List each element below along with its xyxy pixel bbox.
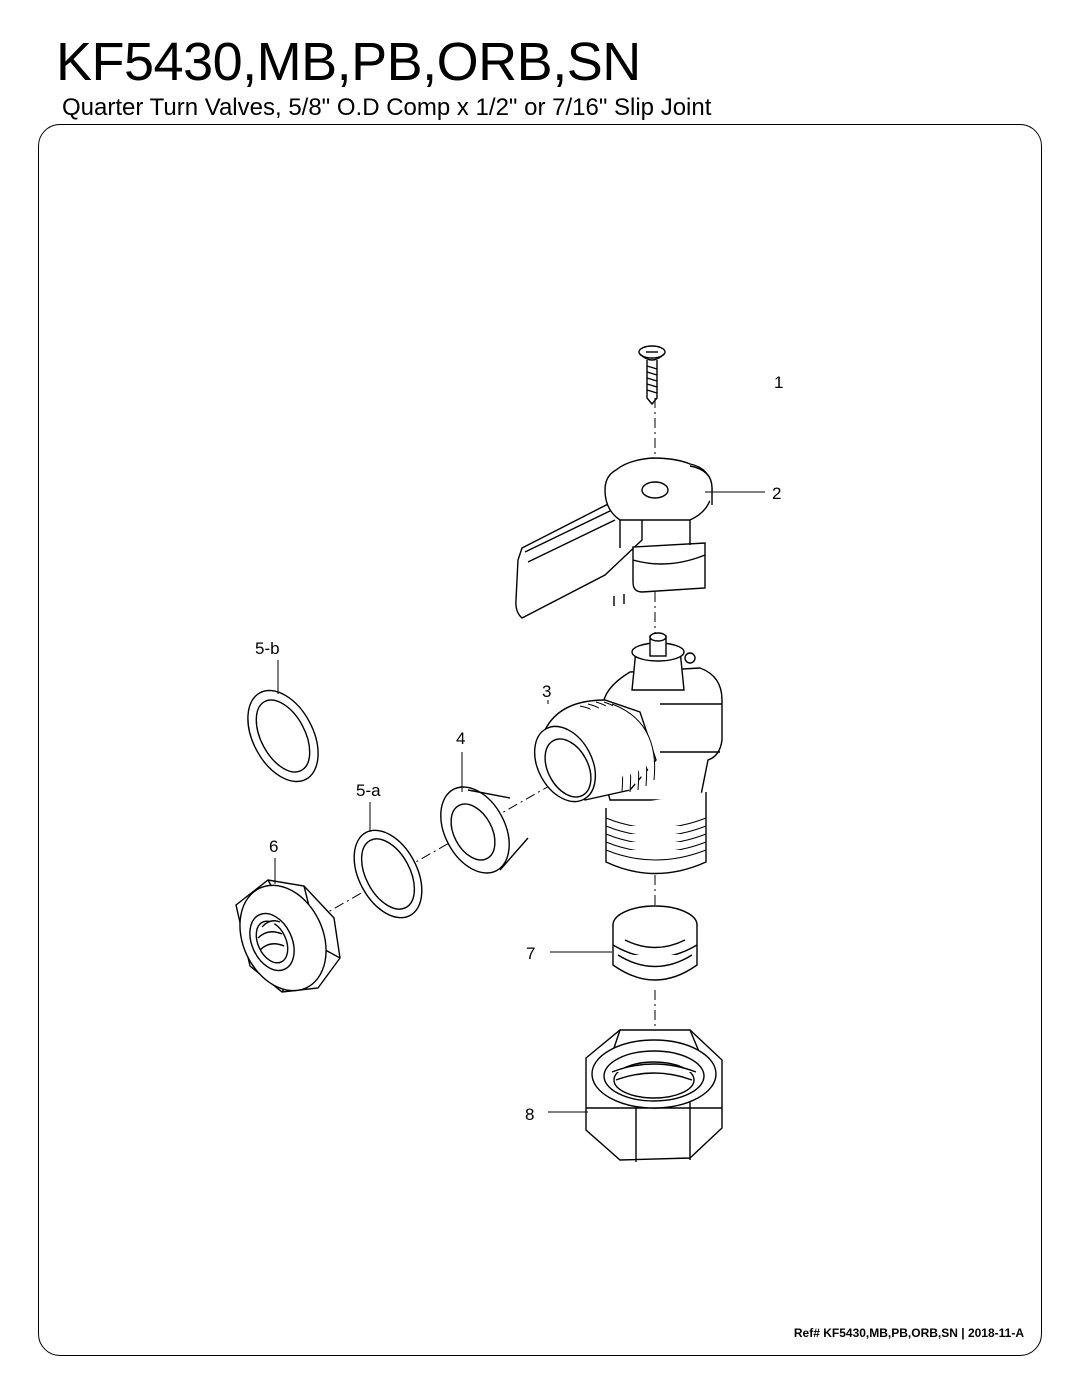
diagram-frame bbox=[38, 124, 1042, 1356]
callout-4: 4 bbox=[456, 729, 465, 748]
page-subtitle: Quarter Turn Valves, 5/8" O.D Comp x 1/2… bbox=[62, 94, 712, 121]
page-title: KF5430,MB,PB,ORB,SN bbox=[56, 32, 641, 92]
callout-3: 3 bbox=[542, 682, 551, 701]
callout-7: 7 bbox=[526, 944, 535, 963]
assembly-axis-horizontal bbox=[299, 776, 566, 929]
part-4-compression-sleeve bbox=[440, 786, 529, 874]
part-2-handle bbox=[515, 457, 713, 619]
reference-number: Ref# KF5430,MB,PB,ORB,SN | 2018-11-A bbox=[793, 1326, 1024, 1340]
part-8-compression-nut bbox=[585, 1029, 723, 1162]
callout-5b: 5-b bbox=[255, 639, 280, 658]
leader-lines bbox=[274, 491, 765, 1113]
callout-5a: 5-a bbox=[356, 781, 381, 800]
part-5b-washer bbox=[247, 689, 319, 783]
callout-1: 1 bbox=[774, 373, 783, 392]
callout-8: 8 bbox=[525, 1105, 534, 1124]
part-7-ferrule bbox=[612, 905, 698, 981]
part-1-screw bbox=[638, 345, 666, 406]
callout-6: 6 bbox=[269, 837, 278, 856]
part-6-slip-joint-nut bbox=[235, 879, 341, 993]
part-5a-washer bbox=[353, 829, 423, 919]
part-3-valve-body bbox=[533, 632, 723, 875]
callout-2: 2 bbox=[772, 484, 781, 503]
